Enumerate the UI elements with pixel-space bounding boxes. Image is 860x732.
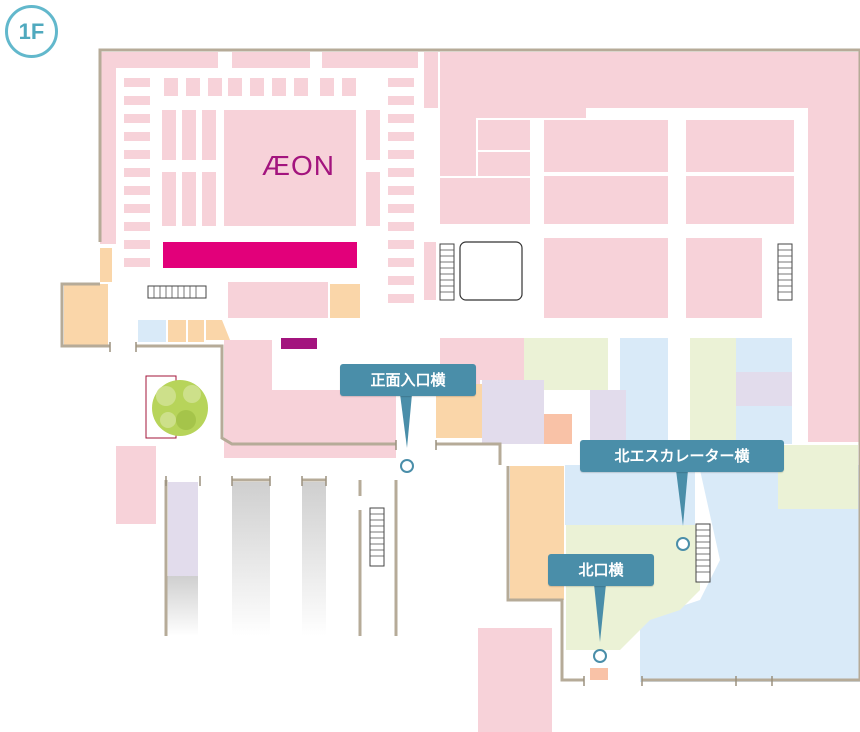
- zone-lavender-4: [168, 482, 198, 576]
- escalator-stairs-icon: [695, 523, 711, 583]
- escalator-stairs-icon: [439, 243, 455, 301]
- zone-blue-1: [620, 338, 668, 444]
- aeon-logo: ÆON: [262, 150, 335, 181]
- zone-blue-main: [640, 465, 860, 682]
- corridor-3: [302, 482, 326, 636]
- escalator-stairs-icon: [369, 507, 385, 567]
- walls: [60, 48, 860, 682]
- center-atrium: [459, 241, 523, 301]
- service-room-3: [138, 320, 166, 342]
- zone-blue-3: [565, 465, 695, 525]
- zone-lavender-3: [736, 372, 792, 406]
- service-room-4: [168, 320, 186, 342]
- wall-ticks: [109, 342, 773, 686]
- corridor-2: [232, 482, 270, 636]
- service-room-1: [330, 284, 360, 318]
- service-room-2: [64, 284, 108, 346]
- entrance-callout-front[interactable]: 正面入口横: [340, 364, 476, 396]
- aeon-highlight-bar: [163, 242, 357, 268]
- callout-pointer: [594, 584, 606, 642]
- entrance-callout-north-escalator[interactable]: 北エスカレーター横: [580, 440, 784, 472]
- floor-badge: 1F: [5, 5, 58, 58]
- zone-green-2: [690, 338, 736, 444]
- location-circle-icon: [400, 459, 414, 473]
- aeon-left-column: [124, 78, 150, 267]
- entrance-label: 北口横: [578, 561, 624, 579]
- location-circle-icon: [676, 537, 690, 551]
- aeon-block: [100, 52, 418, 318]
- entrance-label: 正面入口横: [370, 371, 446, 389]
- corridor-1: [166, 576, 198, 636]
- tree-icon: [152, 380, 208, 436]
- zone-lavender-1: [482, 380, 544, 444]
- service-room-6: [206, 320, 230, 340]
- top-right-shops: [424, 52, 860, 442]
- service-room-5: [188, 320, 204, 342]
- entrance-callout-north[interactable]: 北口横: [548, 554, 654, 586]
- aeon-right-column: [388, 52, 438, 303]
- aeon-small-highlight: [281, 338, 317, 349]
- escalator-stairs-icon: [777, 243, 793, 301]
- escalator-stairs-icon: [147, 285, 207, 299]
- zone-green-4: [778, 445, 858, 509]
- zone-lavender-2: [590, 390, 626, 444]
- callout-pointer: [400, 394, 412, 448]
- location-circle-icon: [593, 649, 607, 663]
- entrance-label: 北エスカレーター横: [614, 447, 750, 465]
- callout-pointer: [676, 470, 688, 526]
